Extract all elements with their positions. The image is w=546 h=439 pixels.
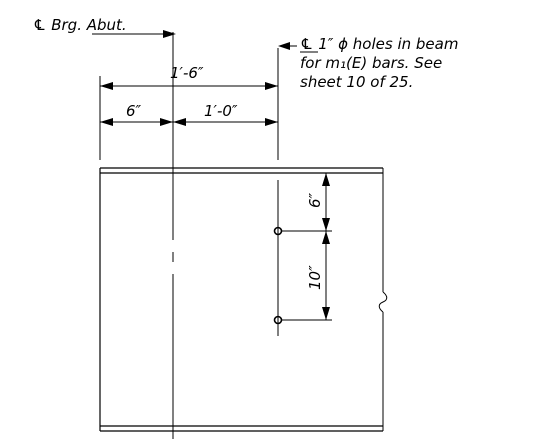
vdim-bottom-arrow-bottom <box>322 307 330 320</box>
holes-leader-arrow <box>278 42 290 50</box>
overall-dimension-text: 1′-6″ <box>170 64 204 82</box>
right-dimension-text: 1′-0″ <box>204 102 238 120</box>
left-dim-arrow-left <box>100 118 113 126</box>
vdim-top-arrow-bottom <box>322 218 330 231</box>
holes-note-line1: ℄ 1″ ϕ holes in beam <box>300 35 458 53</box>
left-dim-arrow-right <box>160 118 173 126</box>
left-dimension-text: 6″ <box>126 102 142 120</box>
vertical-bottom-dimension-text: 10″ <box>306 265 324 290</box>
vdim-top-arrow-top <box>322 173 330 186</box>
holes-note-line2: for m₁(E) bars. See <box>300 54 442 72</box>
right-dim-arrow-right <box>265 118 278 126</box>
abutment-centerline-label: ℄ Brg. Abut. <box>33 16 127 34</box>
break-line-symbol <box>378 291 388 313</box>
overall-dim-arrow-right <box>265 82 278 90</box>
right-dim-arrow-left <box>173 118 186 126</box>
vertical-top-dimension-text: 6″ <box>306 192 324 208</box>
abutment-leader-arrow <box>163 30 176 38</box>
vdim-bottom-arrow-top <box>322 231 330 244</box>
hole-lower-icon <box>273 315 283 325</box>
hole-upper-icon <box>273 226 283 236</box>
holes-note-line3: sheet 10 of 25. <box>300 73 413 91</box>
overall-dim-arrow-left <box>100 82 113 90</box>
